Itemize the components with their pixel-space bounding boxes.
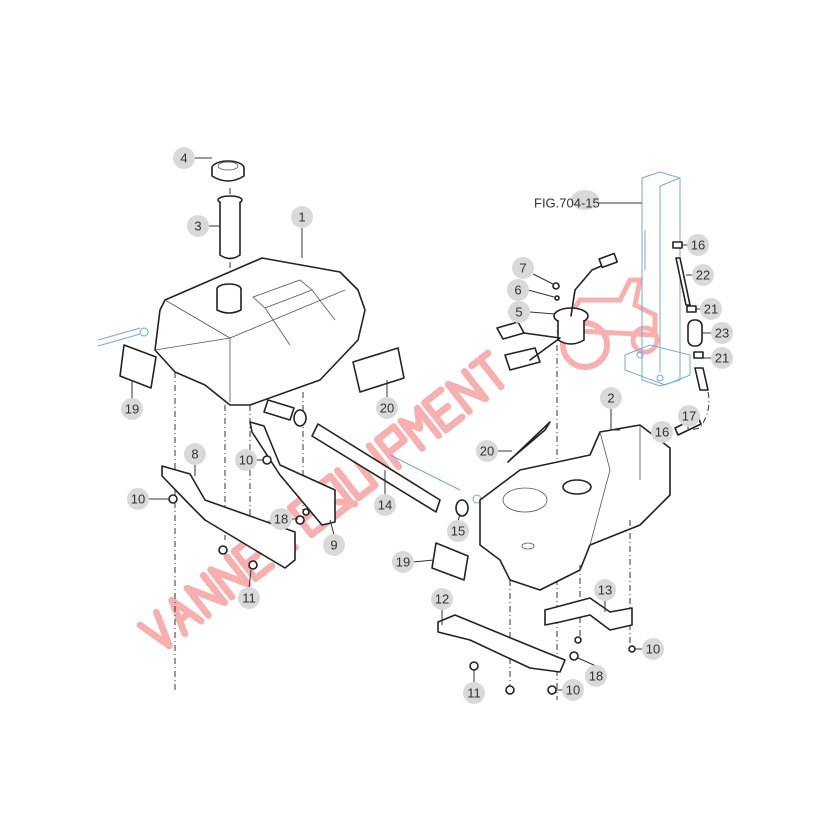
part-12-bracket: [437, 614, 566, 673]
callout-19: 19: [121, 398, 143, 420]
svg-text:7: 7: [519, 261, 526, 276]
svg-text:12: 12: [435, 592, 449, 607]
svg-text:13: 13: [598, 583, 612, 598]
callout-20: 20: [376, 397, 398, 419]
part-4-filler-cap: [211, 160, 245, 182]
svg-text:18: 18: [274, 512, 288, 527]
callout-10: 10: [235, 449, 257, 471]
callout-13: 13: [594, 579, 616, 601]
callout-19: 19: [392, 551, 414, 573]
callout-23: 23: [711, 322, 733, 344]
bolts-left: [168, 455, 310, 570]
callout-8: 8: [184, 443, 206, 465]
callout-22: 22: [692, 264, 714, 286]
part-19-decal-left: [119, 344, 157, 389]
svg-text:21: 21: [704, 302, 718, 317]
svg-text:9: 9: [330, 538, 337, 553]
part-13-bracket: [544, 597, 633, 631]
part-2-right-fuel-tank: [479, 424, 671, 591]
callout-11: 11: [238, 587, 260, 609]
callouts: 4 3 1 19 20 10 8 10 18 9 11 14 15 7 6 5 …: [121, 147, 733, 704]
svg-text:23: 23: [715, 326, 729, 341]
callout-12: 12: [431, 588, 453, 610]
svg-text:10: 10: [131, 492, 145, 507]
callout-10: 10: [642, 638, 664, 660]
callout-2: 2: [600, 387, 622, 409]
callout-16: 16: [687, 234, 709, 256]
svg-text:4: 4: [180, 151, 187, 166]
part-9-bracket: [249, 421, 336, 526]
part-20-decal-left: [352, 347, 405, 393]
part-1-left-fuel-tank: [154, 257, 366, 406]
callout-10: 10: [127, 488, 149, 510]
svg-text:3: 3: [194, 219, 201, 234]
figure-reference-label: FIG.704-15: [534, 190, 600, 211]
callout-18: 18: [585, 665, 607, 687]
callout-5: 5: [508, 301, 530, 323]
callout-18: 18: [270, 508, 292, 530]
svg-text:2: 2: [607, 391, 614, 406]
svg-text:16: 16: [691, 238, 705, 253]
svg-text:1: 1: [298, 210, 305, 225]
callout-11: 11: [463, 682, 485, 704]
svg-text:19: 19: [125, 402, 139, 417]
part-19-decal-right: [431, 542, 469, 581]
svg-text:20: 20: [480, 444, 494, 459]
svg-text:16: 16: [655, 425, 669, 440]
part-14-connecting-hose: [263, 399, 469, 517]
part-3-filler-neck: [217, 195, 243, 260]
svg-text:10: 10: [239, 453, 253, 468]
callout-9: 9: [323, 534, 345, 556]
reference-frame-post: [97, 171, 691, 504]
svg-text:11: 11: [467, 686, 481, 701]
callout-15: 15: [447, 520, 469, 542]
callout-21: 21: [700, 298, 722, 320]
svg-text:21: 21: [715, 351, 729, 366]
svg-text:20: 20: [380, 401, 394, 416]
bolts-right: [469, 636, 636, 695]
svg-text:FIG.704-15: FIG.704-15: [534, 196, 600, 211]
svg-text:14: 14: [378, 498, 392, 513]
svg-text:18: 18: [589, 669, 603, 684]
callout-4: 4: [173, 147, 195, 169]
callout-3: 3: [187, 215, 209, 237]
callout-21: 21: [711, 347, 733, 369]
watermark: [136, 277, 660, 650]
svg-text:6: 6: [514, 283, 521, 298]
svg-text:10: 10: [566, 683, 580, 698]
part-5-fuel-sender: [496, 252, 619, 371]
callout-7: 7: [512, 257, 534, 279]
svg-text:8: 8: [191, 447, 198, 462]
leader-lines: [131, 157, 712, 691]
callout-10: 10: [562, 679, 584, 701]
svg-text:22: 22: [696, 268, 710, 283]
svg-text:10: 10: [646, 642, 660, 657]
svg-text:17: 17: [682, 409, 696, 424]
callout-6: 6: [507, 279, 529, 301]
callout-17: 17: [678, 405, 700, 427]
callout-14: 14: [374, 494, 396, 516]
callout-1: 1: [291, 206, 313, 228]
svg-text:19: 19: [396, 555, 410, 570]
part-20-decal-right: [507, 421, 551, 463]
svg-text:5: 5: [515, 305, 522, 320]
callout-16: 16: [651, 421, 673, 443]
part-8-bracket: [161, 465, 296, 569]
svg-text:11: 11: [242, 591, 256, 606]
svg-text:15: 15: [451, 524, 465, 539]
callout-20: 20: [476, 440, 498, 462]
